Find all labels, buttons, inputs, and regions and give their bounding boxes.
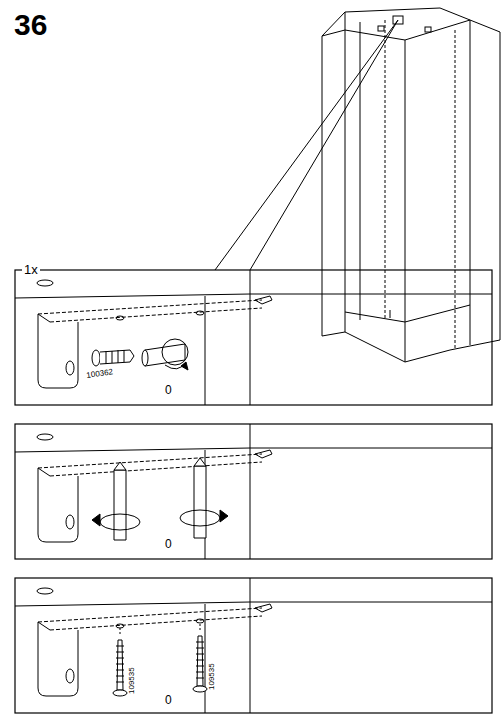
cabinet-sketch	[322, 30, 345, 36]
cabinet-sketch	[322, 8, 500, 362]
cabinet-sketch	[425, 27, 431, 32]
detail-panel-1	[92, 350, 100, 366]
detail-panel-1	[181, 362, 188, 370]
detail-panel-2	[15, 424, 492, 559]
callout-leader	[215, 20, 398, 270]
detail-panel-1	[100, 350, 134, 364]
cabinet-sketch	[405, 40, 406, 362]
detail-panel-3	[117, 640, 123, 690]
panel-mark: 0	[165, 538, 172, 550]
cabinet-sketch	[455, 30, 456, 348]
detail-panel-1	[15, 270, 492, 405]
detail-panel-2	[100, 514, 140, 530]
detail-panel-3	[15, 578, 492, 713]
detail-panel-2	[92, 458, 228, 540]
part-number: 100362	[86, 368, 114, 380]
panel-mark: 0	[165, 384, 172, 396]
detail-panel-3	[113, 690, 127, 696]
detail-panel-2	[92, 514, 100, 526]
callout-leader	[215, 20, 398, 270]
detail-panel-2	[15, 424, 492, 559]
detail-panel-3	[15, 578, 492, 713]
cabinet-sketch	[405, 20, 470, 40]
step-number: 36	[14, 10, 47, 40]
cabinet-sketch	[390, 310, 391, 318]
cabinet-sketch	[385, 20, 386, 320]
cabinet-sketch	[345, 30, 405, 40]
cabinet-sketch	[405, 305, 470, 322]
detail-panel-3	[200, 624, 201, 632]
detail-panel-3	[193, 686, 207, 692]
detail-panel-1	[15, 270, 492, 405]
cabinet-sketch	[322, 8, 500, 362]
part-number: 109535	[128, 667, 136, 694]
detail-panel-3	[196, 642, 204, 678]
quantity-label: 1x	[22, 263, 40, 276]
callout-leader	[250, 20, 398, 270]
detail-panel-2	[114, 462, 126, 470]
detail-panel-3	[197, 636, 203, 686]
detail-panel-2	[194, 458, 206, 466]
part-number: 109535	[208, 663, 216, 690]
detail-panel-3	[113, 624, 207, 696]
cabinet-sketch	[345, 312, 405, 322]
detail-panel-1	[145, 344, 185, 366]
detail-panel-1	[106, 350, 124, 364]
cabinet-sketch	[378, 26, 384, 31]
detail-panel-3	[116, 646, 124, 682]
cabinet-sketch	[470, 20, 471, 345]
detail-panel-2	[180, 510, 220, 526]
detail-panel-2	[194, 466, 206, 538]
cabinet-sketch	[360, 22, 361, 320]
cabinet-sketch	[345, 12, 346, 332]
detail-panel-3	[120, 628, 121, 636]
detail-panel-2	[220, 510, 228, 522]
detail-panel-1	[92, 339, 188, 370]
panel-mark: 0	[165, 694, 172, 706]
detail-panel-1	[142, 350, 148, 366]
detail-panel-1	[162, 339, 188, 365]
